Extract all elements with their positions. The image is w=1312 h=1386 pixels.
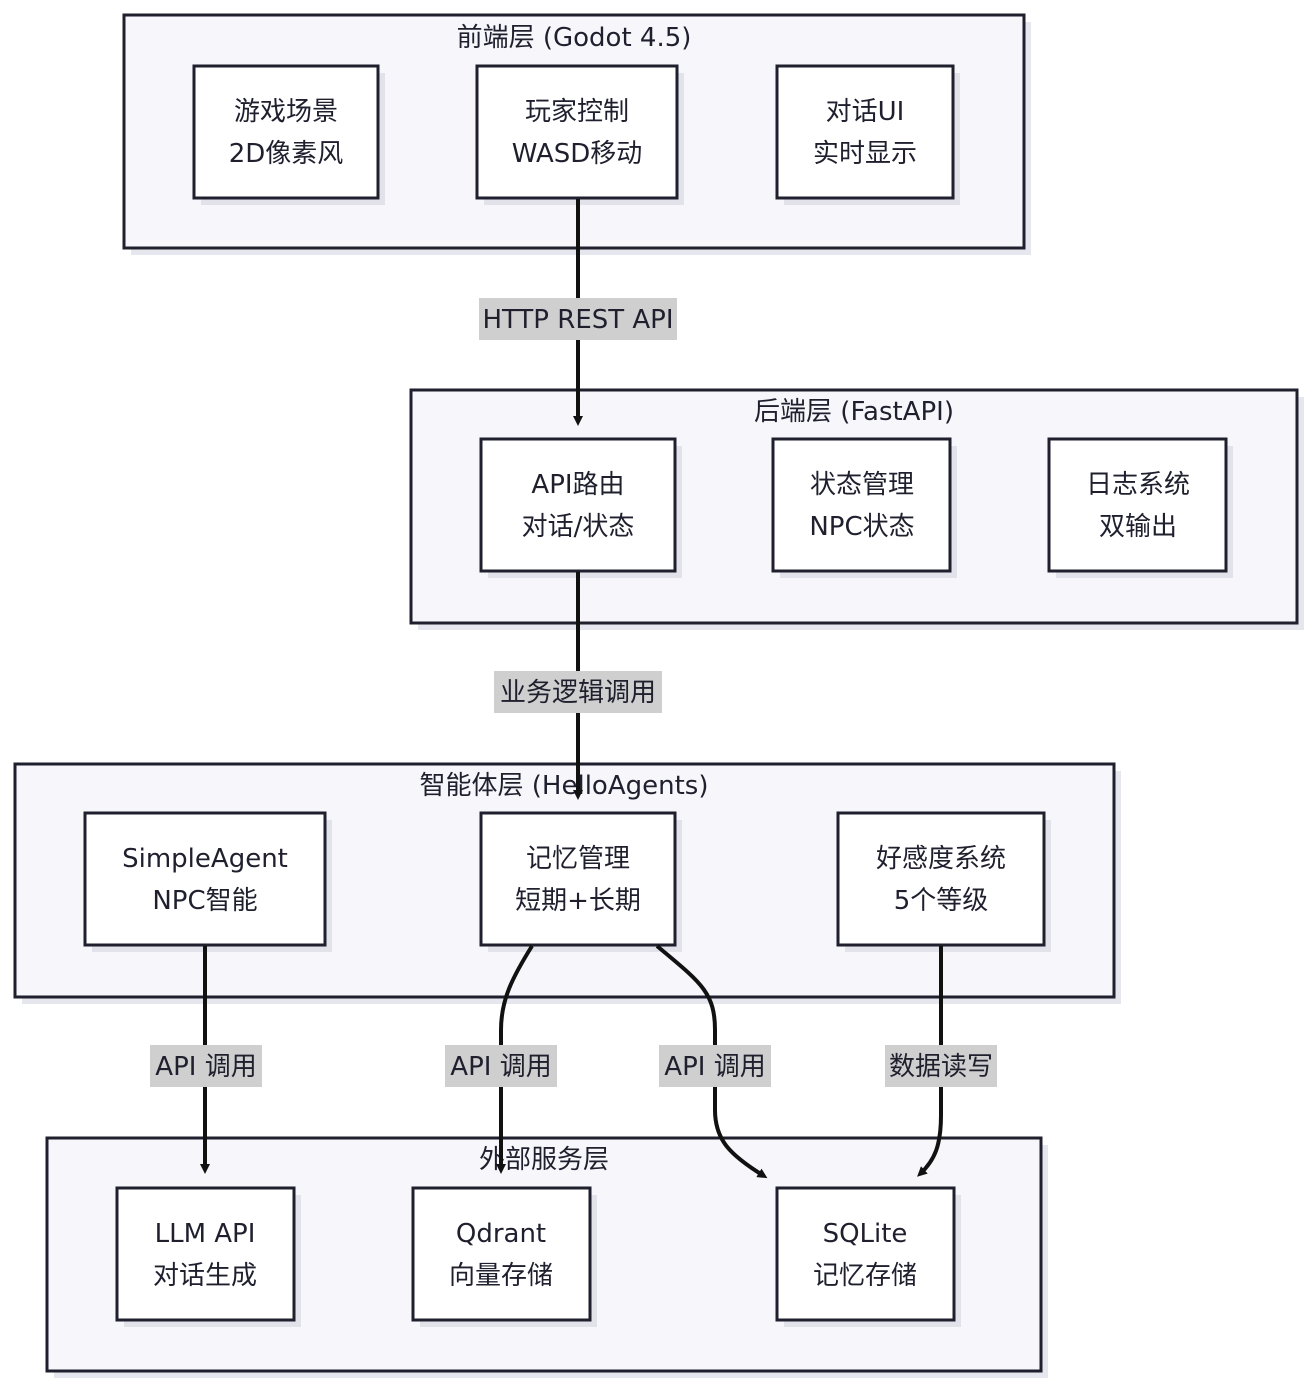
edge-affinity-sqlite-label: 数据读写 (889, 1052, 993, 1082)
node-llm-api-line2: 对话生成 (153, 1261, 257, 1291)
agent-layer-title: 智能体层 (HelloAgents) (420, 771, 709, 801)
edge-affinity-sqlite: 数据读写 (885, 946, 997, 1177)
edge-backend-agent-label: 业务逻辑调用 (500, 678, 656, 708)
node-memory-mgmt-line1: 记忆管理 (526, 844, 630, 874)
node-dialog-ui-line2: 实时显示 (813, 139, 917, 169)
node-state-mgmt-line2: NPC状态 (809, 512, 914, 542)
node-dialog-ui-line1: 对话UI (826, 97, 905, 127)
node-llm-api-line1: LLM API (155, 1219, 256, 1249)
node-affinity-line1: 好感度系统 (876, 844, 1006, 874)
node-simple-agent-line2: NPC智能 (152, 886, 257, 916)
node-simple-agent: SimpleAgent NPC智能 (83, 811, 332, 952)
node-api-router: API路由 对话/状态 (479, 437, 682, 578)
node-state-mgmt-line1: 状态管理 (810, 470, 914, 500)
node-simple-agent-line1: SimpleAgent (122, 844, 288, 874)
node-player-control: 玩家控制 WASD移动 (475, 64, 684, 205)
node-sqlite-line2: 记忆存储 (813, 1261, 917, 1291)
node-qdrant-line2: 向量存储 (449, 1261, 553, 1291)
node-memory-mgmt: 记忆管理 短期+长期 (479, 811, 682, 952)
node-log-system: 日志系统 双输出 (1047, 437, 1233, 578)
edge-backend-agent: 业务逻辑调用 (494, 572, 662, 800)
edge-memory-qdrant-label: API 调用 (450, 1052, 551, 1082)
edge-memory-qdrant: API 调用 (445, 944, 557, 1174)
frontend-layer-title: 前端层 (Godot 4.5) (457, 23, 692, 53)
node-player-control-line1: 玩家控制 (525, 97, 629, 127)
node-player-control-line2: WASD移动 (512, 139, 643, 169)
backend-layer-title: 后端层 (FastAPI) (754, 397, 954, 427)
edge-agent-llm-label: API 调用 (155, 1052, 256, 1082)
node-api-router-line1: API路由 (531, 470, 624, 500)
edge-agent-llm: API 调用 (150, 946, 262, 1174)
external-layer-title: 外部服务层 (479, 1145, 609, 1175)
node-log-system-line2: 双输出 (1099, 512, 1177, 542)
node-dialog-ui: 对话UI 实时显示 (775, 64, 960, 205)
node-sqlite: SQLite 记忆存储 (775, 1186, 961, 1327)
node-game-scene: 游戏场景 2D像素风 (192, 64, 385, 205)
node-llm-api: LLM API 对话生成 (115, 1186, 301, 1327)
edge-frontend-backend: HTTP REST API (479, 199, 677, 426)
node-log-system-line1: 日志系统 (1086, 470, 1190, 500)
edge-memory-sqlite-label: API 调用 (664, 1052, 765, 1082)
node-game-scene-line1: 游戏场景 (234, 97, 338, 127)
edge-memory-sqlite: API 调用 (655, 944, 771, 1179)
edge-frontend-backend-label: HTTP REST API (482, 305, 673, 335)
node-qdrant-line1: Qdrant (456, 1219, 546, 1249)
node-affinity-line2: 5个等级 (894, 886, 989, 916)
node-game-scene-line2: 2D像素风 (229, 139, 344, 169)
node-memory-mgmt-line2: 短期+长期 (515, 886, 641, 916)
node-affinity: 好感度系统 5个等级 (836, 811, 1051, 952)
node-state-mgmt: 状态管理 NPC状态 (771, 437, 957, 578)
node-sqlite-line1: SQLite (823, 1219, 908, 1249)
node-qdrant: Qdrant 向量存储 (411, 1186, 597, 1327)
node-api-router-line2: 对话/状态 (522, 512, 635, 542)
